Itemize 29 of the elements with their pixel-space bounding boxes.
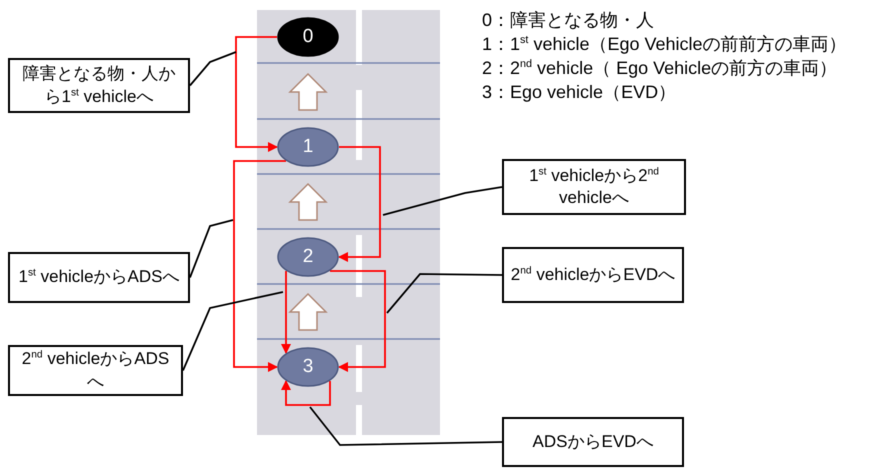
callout-box: ADSからEVDへ (502, 417, 684, 467)
leader-line (189, 51, 236, 86)
legend-text: 2：2$^{nd}$ vehicle（ Ego Vehicleの前方の車両） (482, 57, 838, 80)
block-arrow (288, 182, 328, 221)
legend-text: 0：障害となる物・人 (482, 9, 654, 32)
arrow (330, 270, 386, 372)
block-arrow (288, 72, 328, 111)
vehicle-ellipse: 2 (277, 237, 339, 277)
callout-box: 2$^{nd}$ vehicleからADSへ (8, 345, 183, 396)
leader-line (189, 219, 234, 278)
callout-box: 1$^{st}$ vehicleから2$^{nd}$ vehicleへ (502, 159, 686, 215)
legend-text: 3：Ego vehicle（EVD） (482, 81, 676, 104)
callout-box: 障害となる物・人から1$^{st}$ vehicleへ (8, 58, 190, 113)
leader-line (309, 406, 502, 446)
callout-box: 2$^{nd}$ vehicleからEVDへ (502, 247, 684, 303)
leader-line (382, 186, 502, 216)
arrow (281, 271, 291, 354)
legend-text: 1：1$^{st}$ vehicle（Ego Vehicleの前前方の車両） (482, 33, 847, 56)
vehicle-ellipse: 3 (277, 347, 339, 387)
arrow (233, 160, 286, 372)
block-arrow (288, 292, 328, 331)
vehicle-ellipse: 1 (277, 127, 339, 167)
leader-line (386, 273, 502, 314)
arrow (235, 36, 278, 152)
obstacle-ellipse: 0 (277, 17, 339, 57)
arrow (281, 380, 331, 406)
arrow (338, 146, 381, 262)
leader-line (182, 291, 284, 371)
callout-box: 1$^{st}$ vehicleからADSへ (8, 252, 190, 303)
